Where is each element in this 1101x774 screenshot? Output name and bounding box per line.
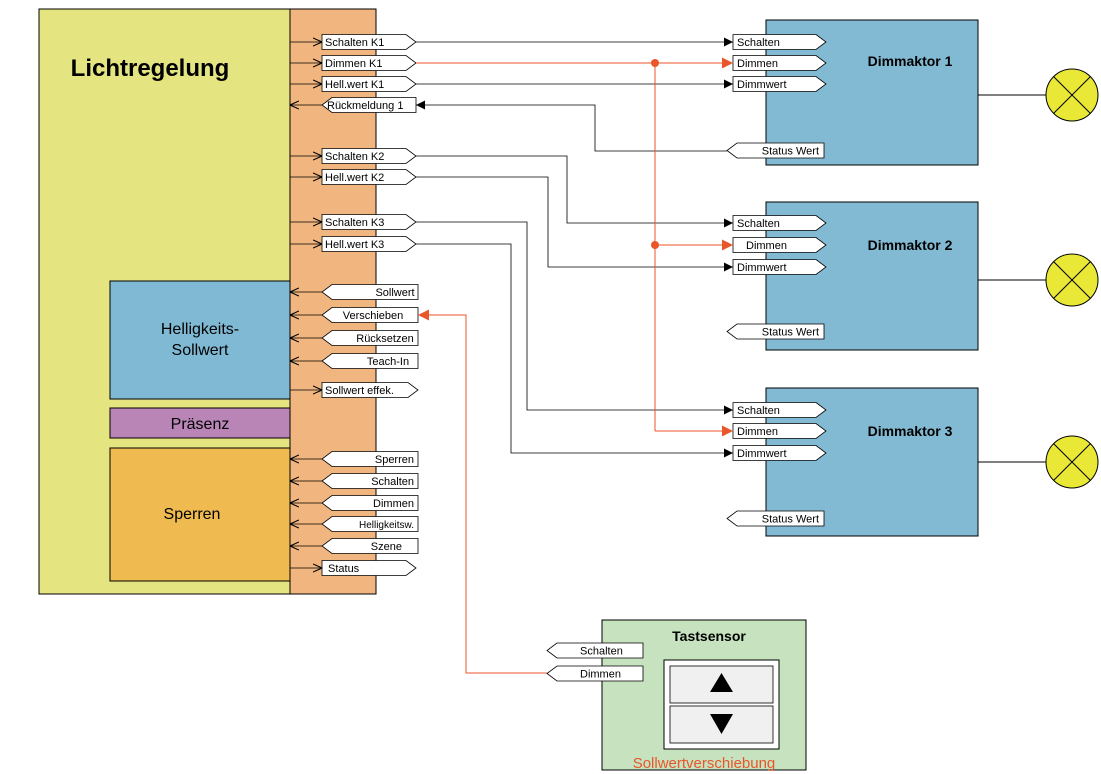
actuator-2-input-schalten: Schalten: [732, 215, 827, 231]
svg-text:Dimmen: Dimmen: [373, 498, 414, 510]
setpoint-block: [109, 280, 291, 400]
sensor-caption: Sollwertverschiebung: [633, 755, 776, 772]
svg-text:Hell.wert K3: Hell.wert K3: [325, 239, 384, 251]
setpoint-input-ruecksetzen: Rücksetzen: [290, 330, 419, 346]
svg-text:Rückmeldung 1: Rückmeldung 1: [327, 100, 403, 112]
wire-schalten-k2: [416, 155, 733, 228]
lock-title: Sperren: [164, 506, 221, 523]
lamp-2-icon: [978, 253, 1099, 307]
svg-text:Dimmen K1: Dimmen K1: [325, 58, 382, 70]
svg-text:Schalten: Schalten: [371, 476, 414, 488]
setpoint-input-sollwert: Sollwert: [290, 284, 419, 300]
setpoint-title-line1: Helligkeits-: [161, 321, 239, 338]
svg-text:Schalten K3: Schalten K3: [325, 217, 384, 229]
controller-output-hellwert-k1: Hell.wert K1: [290, 76, 417, 92]
svg-text:Dimmen: Dimmen: [746, 240, 787, 252]
lock-input-dimmen: Dimmen: [290, 495, 419, 511]
sensor-title: Tastsensor: [672, 628, 746, 644]
actuator-1-title: Dimmaktor 1: [868, 53, 953, 69]
actuator-1-input-dimmen: Dimmen: [732, 55, 827, 71]
svg-text:Teach-In: Teach-In: [367, 356, 409, 368]
setpoint-input-verschieben: Verschieben: [290, 307, 419, 323]
actuator-2-input-dimmwert: Dimmwert: [732, 259, 827, 275]
svg-text:Status Wert: Status Wert: [762, 327, 819, 339]
svg-text:Schalten K2: Schalten K2: [325, 151, 384, 163]
arrow-down-icon: [710, 714, 733, 734]
actuator-2-output-status-wert: Status Wert: [726, 323, 825, 340]
svg-text:Dimmwert: Dimmwert: [737, 79, 787, 91]
wires-red: [416, 57, 733, 674]
svg-text:Status: Status: [328, 563, 360, 575]
svg-text:Dimmen: Dimmen: [580, 669, 621, 681]
svg-text:Sperren: Sperren: [375, 454, 414, 466]
svg-text:Rücksetzen: Rücksetzen: [356, 333, 413, 345]
lock-input-schalten: Schalten: [290, 473, 419, 489]
controller-title: Lichtregelung: [71, 55, 230, 82]
lock-input-szene: Szene: [290, 538, 419, 554]
controller-input-rueckmeldung-1: Rückmeldung 1: [290, 97, 417, 113]
svg-text:Sollwert: Sollwert: [375, 287, 414, 299]
lamp-1-icon: [978, 68, 1099, 122]
svg-text:Schalten: Schalten: [737, 405, 780, 417]
junction-dot-1: [651, 59, 659, 67]
actuator-1-output-status-wert: Status Wert: [726, 142, 825, 159]
lock-block: [109, 447, 291, 582]
controller-output-schalten-k1: Schalten K1: [290, 34, 417, 50]
actuator-1-input-schalten: Schalten: [732, 34, 827, 50]
svg-text:Status Wert: Status Wert: [762, 146, 819, 158]
svg-text:Schalten: Schalten: [737, 37, 780, 49]
svg-text:Dimmwert: Dimmwert: [737, 262, 787, 274]
presence-block: [109, 407, 291, 439]
lock-input-sperren: Sperren: [290, 451, 419, 467]
svg-text:Dimmen: Dimmen: [737, 58, 778, 70]
svg-text:Hell.wert K1: Hell.wert K1: [325, 79, 384, 91]
lock-output-status: Status: [290, 560, 417, 576]
presence-title: Präsenz: [171, 416, 230, 433]
svg-text:Helligkeitsw.: Helligkeitsw.: [359, 520, 414, 531]
wire-hellwert-k2: [416, 176, 733, 272]
arrow-up-icon: [710, 673, 733, 692]
svg-text:Hell.wert K2: Hell.wert K2: [325, 172, 384, 184]
sensor-output-dimmen: Dimmen: [546, 665, 644, 682]
controller-output-hellwert-k3: Hell.wert K3: [290, 236, 417, 252]
actuator-3-input-schalten: Schalten: [732, 402, 827, 418]
setpoint-title-line2: Sollwert: [172, 342, 229, 359]
controller-output-hellwert-k2: Hell.wert K2: [290, 169, 417, 185]
actuator-3-input-dimmwert: Dimmwert: [732, 445, 827, 461]
svg-text:Schalten: Schalten: [737, 218, 780, 230]
wire-status-wert-1: [416, 100, 727, 152]
actuator-3-input-dimmen: Dimmen: [732, 423, 827, 439]
junction-dot-2: [651, 241, 659, 249]
actuator-2-input-dimmen: Dimmen: [732, 237, 827, 253]
setpoint-input-teach-in: Teach-In: [290, 353, 419, 369]
svg-text:Szene: Szene: [371, 541, 402, 553]
wire-hellwert-k3: [416, 243, 733, 458]
setpoint-output-sollwert-effek: Sollwert effek.: [290, 382, 419, 398]
lamp-3-icon: [978, 435, 1099, 489]
svg-text:Schalten K1: Schalten K1: [325, 37, 384, 49]
actuator-3-output-status-wert: Status Wert: [726, 510, 825, 527]
controller-output-dimmen-k1: Dimmen K1: [290, 55, 417, 71]
svg-text:Sollwert effek.: Sollwert effek.: [325, 385, 394, 397]
wire-schalten-k3: [416, 221, 733, 415]
rocker-up-button[interactable]: [669, 665, 774, 704]
actuator-3-title: Dimmaktor 3: [868, 423, 953, 439]
controller-output-schalten-k2: Schalten K2: [290, 148, 417, 164]
controller-output-schalten-k3: Schalten K3: [290, 214, 417, 230]
svg-text:Status Wert: Status Wert: [762, 514, 819, 526]
actuator-1-input-dimmwert: Dimmwert: [732, 76, 827, 92]
svg-text:Schalten: Schalten: [580, 646, 623, 658]
sensor-rocker[interactable]: [663, 659, 780, 750]
svg-text:Dimmwert: Dimmwert: [737, 448, 787, 460]
svg-text:Dimmen: Dimmen: [737, 426, 778, 438]
svg-text:Verschieben: Verschieben: [343, 310, 404, 322]
wires-black: [416, 37, 733, 458]
lock-input-helligkeitsw: Helligkeitsw.: [290, 516, 419, 532]
wire-sollwertverschiebung: [418, 309, 547, 674]
sensor-output-schalten: Schalten: [546, 642, 644, 659]
actuator-2-title: Dimmaktor 2: [868, 237, 953, 253]
